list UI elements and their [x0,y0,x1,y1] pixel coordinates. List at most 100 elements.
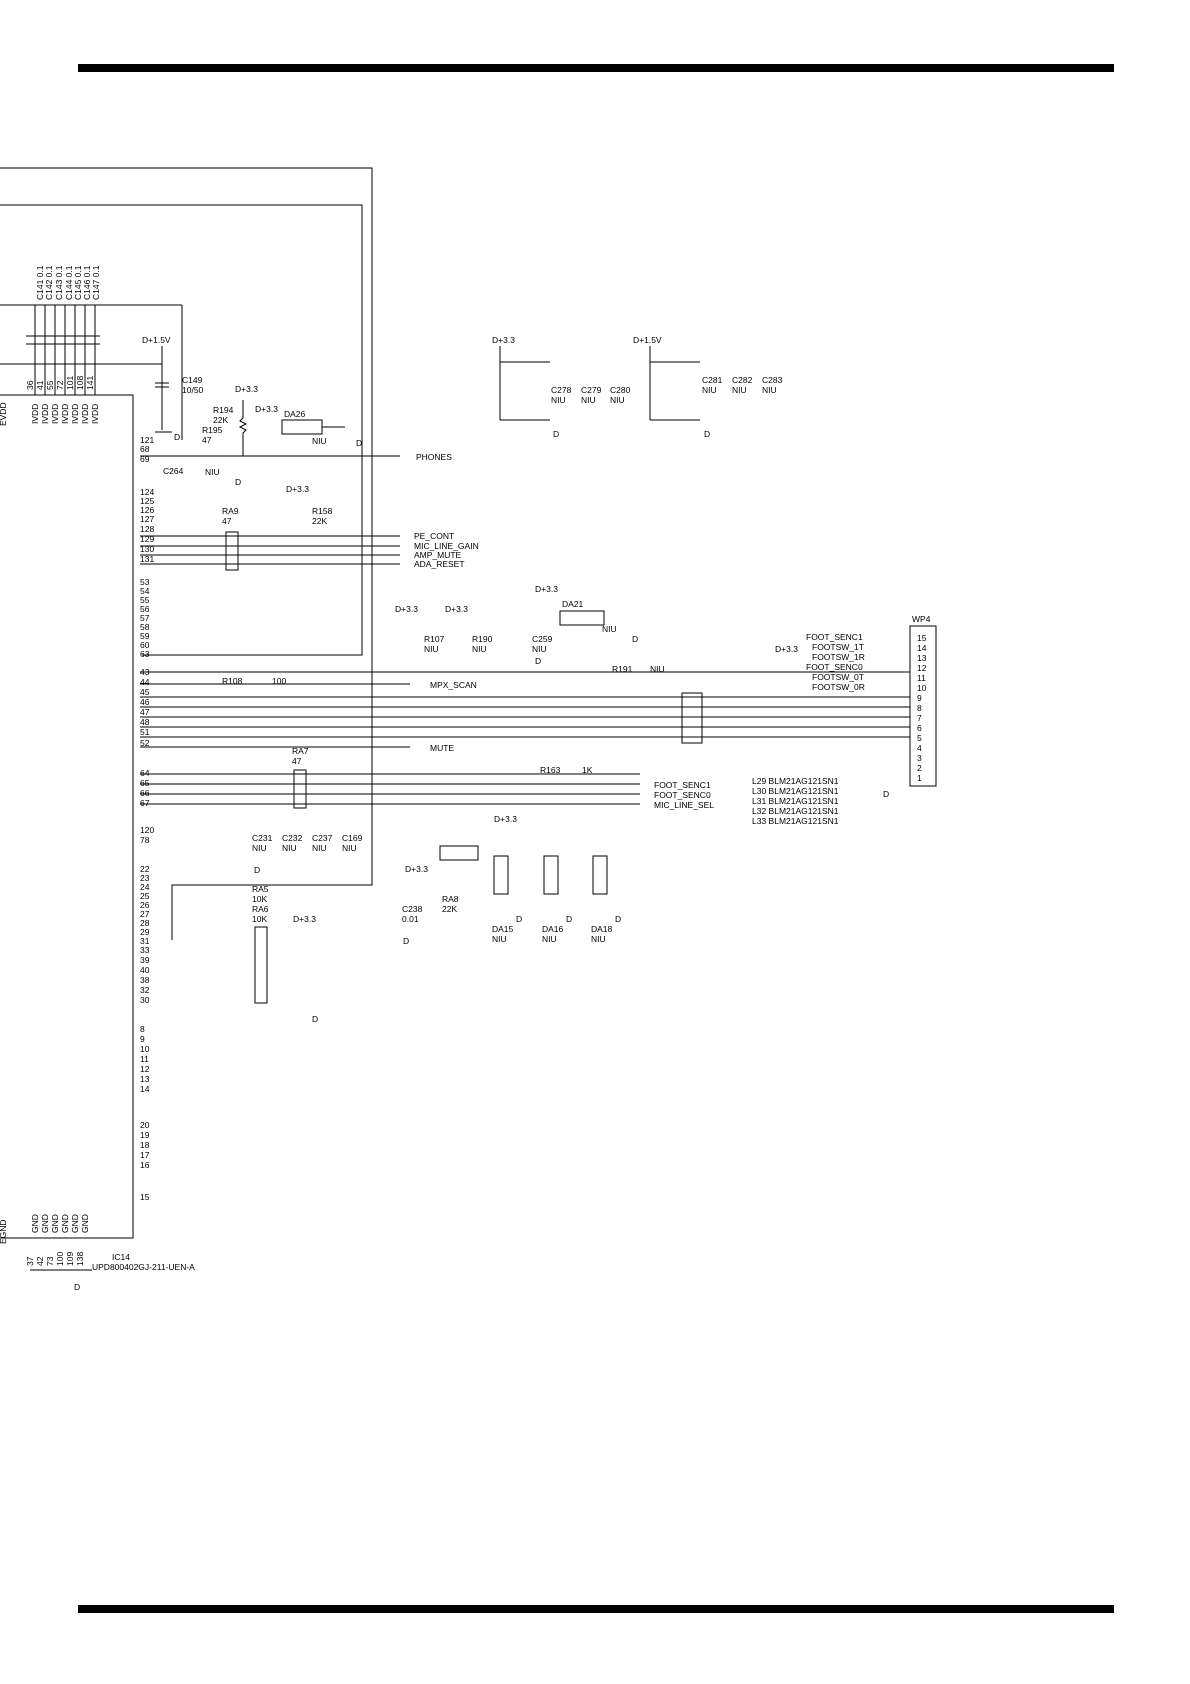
pin-number: 101 [65,376,75,390]
connector-pin: 5 [917,733,922,743]
niu-label: NIU [650,664,665,674]
ferrite-entry: L29 BLM21AG121SN1 [752,776,839,786]
ivdd-label: IVDD [40,404,50,424]
mpx-scan-network: D+3.3 D+3.3 R107 NIU R190 NIU C259 NIU D… [140,584,910,753]
niu-label: NIU [342,843,357,853]
gnd-label: GND [80,1214,90,1233]
niu-label: NIU [282,843,297,853]
pin-number: 73 [45,1256,55,1266]
pin-number: 56 [140,604,150,614]
component-ref: C232 [282,833,303,843]
pin-number: 33 [140,945,150,955]
ra5-ra6-group: RA5 10K RA6 10K D+3.3 D [252,884,318,1024]
component-ref: R163 [540,765,561,775]
pin-number: 129 [140,534,154,544]
pin-number: 141 [85,376,95,390]
pin-number: 128 [140,524,154,534]
connector-signal: FOOTSW_0T [812,672,864,682]
supply-label: D+1.5V [142,335,171,345]
niu-label: NIU [424,644,439,654]
component-ref: DA15 [492,924,514,934]
left-pin-numbers: 121 68 69 124 125 126 127 128 129 130 13… [140,435,154,1202]
component-value: 22K [312,516,327,526]
pin-number: 36 [25,380,35,390]
pin-number: 19 [140,1130,150,1140]
wp4-connector: WP4 FOOT_SENC1 FOOTSW_1T FOOTSW_1R FOOT_… [681,614,937,799]
component-ref: RA9 [222,506,239,516]
component-ref: C283 [762,375,783,385]
pin-number: 11 [140,1054,149,1064]
net-label-pe-cont: PE_CONT [414,531,454,541]
pin-number: 41 [35,380,45,390]
component-ref: RA5 [252,884,269,894]
pin-number: 26 [140,900,150,910]
component-ref: DA16 [542,924,564,934]
cap-label: C142 0.1 [44,265,54,300]
ground-label: D [615,914,621,924]
net-label-mic-line-sel: MIC_LINE_SEL [654,800,714,810]
ivdd-label: IVDD [60,404,70,424]
pin-number: 52 [140,738,150,748]
connector-signal: FOOTSW_0R [812,682,865,692]
pin-number: 28 [140,918,150,928]
decoupling-caps-top: C141 0.1 C142 0.1 C143 0.1 C144 0.1 C145… [0,265,183,440]
ground-label: D [553,429,559,439]
ic-part-number: UPD800402GJ-211-UEN-A [92,1262,195,1272]
component-ref: RA8 [442,894,459,904]
pin-number: 127 [140,514,154,524]
connector-pin: 9 [917,693,922,703]
pin-number: 51 [140,727,150,737]
supply-label: D+3.3 [255,404,278,414]
pin-number: 54 [140,586,150,596]
pin-number: 22 [140,864,150,874]
pin-number: 10 [140,1044,150,1054]
gnd-pins: GND GND GND GND GND GND 37 42 73 100 109… [25,1214,92,1292]
pin-number: 72 [55,380,65,390]
pin-number: 47 [140,707,150,717]
pin-number: 78 [140,835,150,845]
pin-number: 38 [140,975,150,985]
pin-number: 69 [140,454,150,464]
niu-label: NIU [602,624,617,634]
component-ref: R195 [202,425,223,435]
connector-pin: 14 [917,643,927,653]
pin-number: 14 [140,1084,150,1094]
supply-label: D+3.3 [293,914,316,924]
ra7-group: RA7 47 R163 1K FOOT_SENC1 FOOT_SENC0 MIC… [140,746,714,875]
pin-number: 58 [140,622,150,632]
component-value: 47 [202,435,212,445]
pin-number: 40 [140,965,150,975]
bottom-border-bar [78,1605,1114,1613]
caps-c278-c280: D+3.3 C278 C279 C280 NIU NIU NIU D [492,335,631,439]
pin-number: 31 [140,936,150,946]
connector-signal: FOOTSW_1R [812,652,865,662]
component-value: 1K [582,765,593,775]
component-ref: R194 [213,405,234,415]
pin-number: 120 [140,825,154,835]
net-label-ada-reset: ADA_RESET [414,559,465,569]
niu-label: NIU [702,385,717,395]
ic14-body: EVDD EGND IC14 UPD800402GJ-211-UEN-A [0,167,373,1272]
ground-label: D [883,789,889,799]
ivdd-label: IVDD [80,404,90,424]
ground-label: D [566,914,572,924]
ivdd-pins: 36 41 55 72 101 108 141 IVDD IVDD IVDD I… [25,376,100,424]
component-ref: C237 [312,833,333,843]
pin-number: 68 [140,444,150,454]
pin-number: 63 [140,649,150,659]
connector-pin: 7 [917,713,922,723]
net-label-mic-line-gain: MIC_LINE_GAIN [414,541,479,551]
component-ref: C281 [702,375,723,385]
pin-number: 37 [25,1256,35,1266]
cap-label: C145 0.1 [73,265,83,300]
component-ref: C259 [532,634,553,644]
pin-number: 39 [140,955,150,965]
niu-label: NIU [252,843,267,853]
component-value: 10K [252,894,267,904]
ground-label: D [235,477,241,487]
niu-label: NIU [492,934,507,944]
gnd-label: GND [70,1214,80,1233]
pin-number: 16 [140,1160,150,1170]
pin-number: 60 [140,640,150,650]
component-value: 100 [272,676,286,686]
